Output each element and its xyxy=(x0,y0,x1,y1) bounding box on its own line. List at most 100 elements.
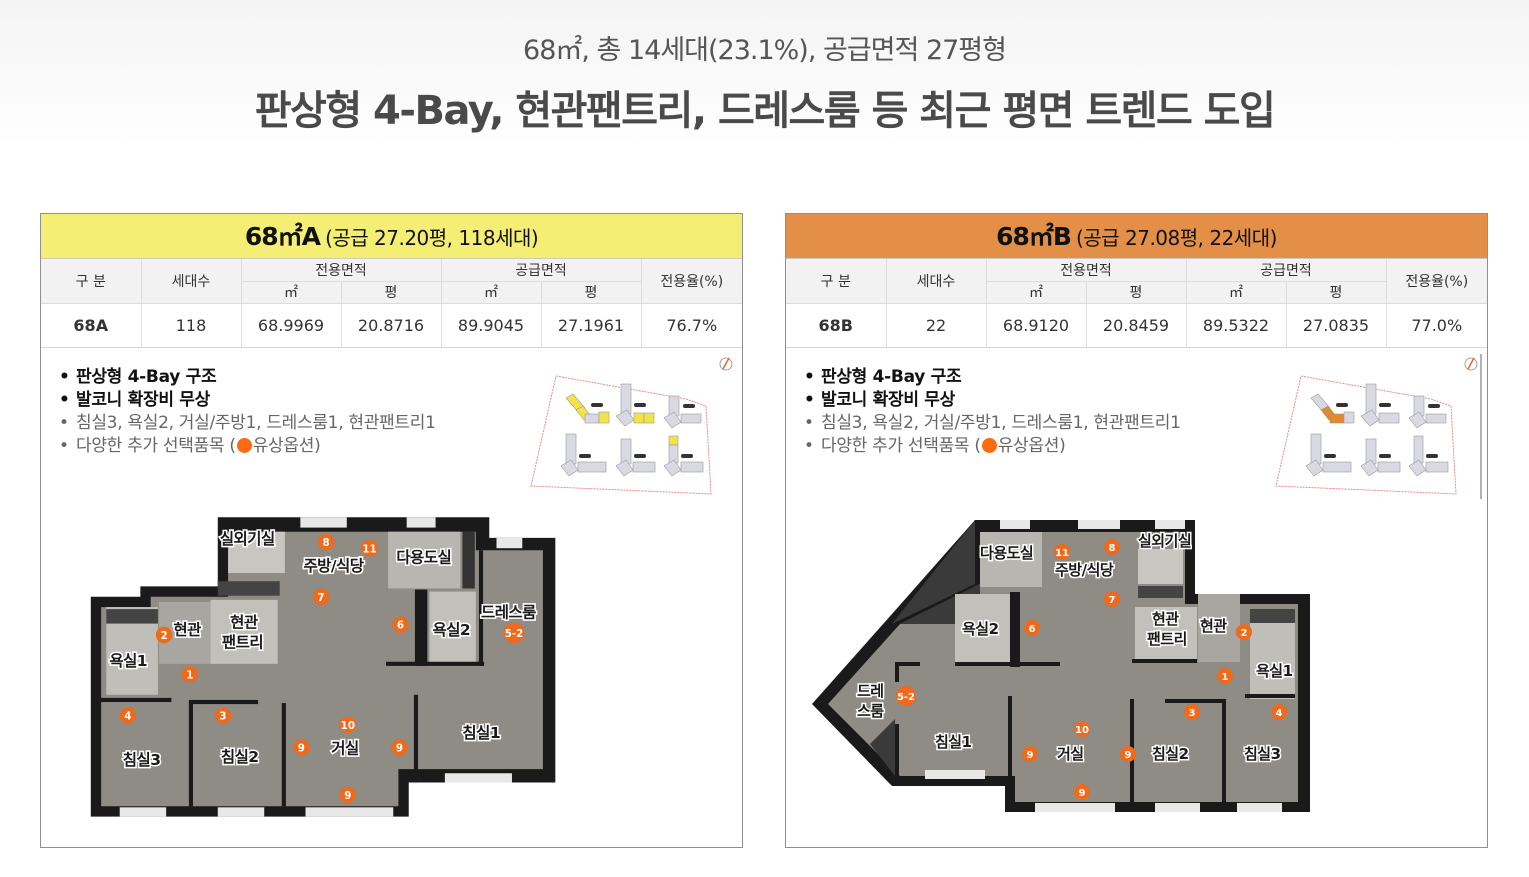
cell-code: 68B xyxy=(786,302,887,348)
feature-item: 발코니 확장비 무상 xyxy=(59,389,436,412)
unit-panel-68a: 68㎡A (공급 27.20평, 118세대) 구 분 세대수 전용면적 공급면… xyxy=(40,213,743,848)
option-badge: 10 xyxy=(339,716,357,733)
col-supply-sqm: ㎡ xyxy=(440,280,542,304)
option-badge: 6 xyxy=(392,616,409,633)
col-households: 세대수 xyxy=(885,259,987,304)
option-badge: 6 xyxy=(1024,620,1040,636)
col-supply-pyeong: 평 xyxy=(1285,280,1386,304)
option-badge: 4 xyxy=(1271,704,1287,720)
col-exclusive-pyeong: 평 xyxy=(1085,280,1187,304)
option-badge: 11 xyxy=(361,539,378,557)
room-label: 현관 xyxy=(1200,617,1227,635)
room-label: 팬트리 xyxy=(1147,630,1187,648)
cell-households: 22 xyxy=(885,302,987,348)
feature-list: 판상형 4-Bay 구조 발코니 확장비 무상 침실3, 욕실2, 거실/주방1… xyxy=(59,366,436,458)
option-badge: 2 xyxy=(1236,624,1252,640)
site-plan-map xyxy=(521,354,739,499)
option-badge: 1 xyxy=(181,665,199,683)
cell-code: 68A xyxy=(41,302,142,348)
svg-text:5-2: 5-2 xyxy=(505,628,524,640)
svg-text:7: 7 xyxy=(1109,595,1116,606)
room-label: 욕실2 xyxy=(962,620,999,638)
feature-item: 판상형 4-Bay 구조 xyxy=(804,366,1181,389)
room-label: 침실2 xyxy=(221,747,259,766)
room-label: 드레스룸 xyxy=(481,603,536,621)
feature-item: 발코니 확장비 무상 xyxy=(804,389,1181,412)
col-supply-area: 공급면적 xyxy=(440,259,642,282)
feature-item: 다양한 추가 선택품목 (유상옵션) xyxy=(59,435,436,458)
room-label: 팬트리 xyxy=(222,633,263,651)
col-ratio: 전용율(%) xyxy=(1385,259,1487,304)
svg-text:8: 8 xyxy=(323,537,330,549)
cell-supply-sqm: 89.5322 xyxy=(1185,302,1287,348)
svg-text:3: 3 xyxy=(1189,708,1196,719)
svg-text:11: 11 xyxy=(1055,548,1069,559)
room-label: 욕실1 xyxy=(1256,662,1293,680)
site-plan-graphic xyxy=(530,357,733,495)
svg-text:2: 2 xyxy=(1241,628,1248,639)
option-badge: 5-2 xyxy=(503,622,525,644)
svg-text:9: 9 xyxy=(396,743,403,755)
option-badge: 9 xyxy=(1074,784,1090,800)
option-badge: 7 xyxy=(1104,591,1120,607)
room-label: 드레 xyxy=(857,682,884,700)
unit-type-label: 68㎡B xyxy=(996,222,1072,251)
room-label: 욕실1 xyxy=(109,652,147,670)
svg-text:9: 9 xyxy=(344,790,351,802)
table-row: 68A 118 68.9969 20.8716 89.9045 27.1961 … xyxy=(41,302,742,348)
option-badge: 3 xyxy=(1184,704,1200,720)
svg-text:2: 2 xyxy=(161,630,168,642)
unit-panel-68b: 68㎡B (공급 27.08평, 22세대) 구 분 세대수 전용면적 공급면적… xyxy=(785,213,1488,848)
cell-exclusive-pyeong: 20.8459 xyxy=(1085,302,1187,348)
option-dot-icon xyxy=(981,438,997,453)
cell-households: 118 xyxy=(140,302,242,348)
room-label: 침실3 xyxy=(1244,745,1281,763)
feature-item: 침실3, 욕실2, 거실/주방1, 드레스룸1, 현관팬트리1 xyxy=(59,412,436,435)
room-label: 주방/식당 xyxy=(303,557,363,575)
option-badge: 9 xyxy=(293,739,310,756)
col-exclusive-area: 전용면적 xyxy=(985,259,1187,282)
svg-text:6: 6 xyxy=(1029,624,1036,635)
cell-ratio: 76.7% xyxy=(640,302,742,348)
unit-supply-label: (공급 27.08평, 22세대) xyxy=(1076,226,1277,250)
room-label: 침실1 xyxy=(935,733,972,751)
compass-icon xyxy=(719,357,733,371)
svg-text:10: 10 xyxy=(1075,725,1089,736)
feature-list: 판상형 4-Bay 구조 발코니 확장비 무상 침실3, 욕실2, 거실/주방1… xyxy=(804,366,1181,458)
option-badge: 11 xyxy=(1054,544,1070,560)
col-supply-sqm: ㎡ xyxy=(1185,280,1287,304)
feature-text: 다양한 추가 선택품목 ( xyxy=(76,436,236,456)
page-subtitle: 68㎡, 총 14세대(23.1%), 공급면적 27평형 xyxy=(523,35,1007,66)
col-exclusive-pyeong: 평 xyxy=(340,280,442,304)
room-label: 주방/식당 xyxy=(1055,561,1114,579)
cell-exclusive-pyeong: 20.8716 xyxy=(340,302,442,348)
col-supply-area: 공급면적 xyxy=(1185,259,1387,282)
unit-type-label: 68㎡A xyxy=(244,222,321,251)
col-exclusive-sqm: ㎡ xyxy=(241,280,342,304)
room-label: 침실1 xyxy=(462,723,500,742)
option-badge: 9 xyxy=(339,786,357,804)
feature-item: 다양한 추가 선택품목 (유상옵션) xyxy=(804,435,1181,458)
floor-plan-graphic: 다용도실 주방/식당 실외기실 욕실2 현관 팬트리 현관 욕실1 드레 스룸 … xyxy=(812,520,1310,812)
room-label: 현관 xyxy=(230,613,258,632)
col-division: 구 분 xyxy=(41,259,142,304)
room-label: 실외기실 xyxy=(220,530,275,548)
floor-plan-68a: 실외기실 주방/식당 다용도실 드레스룸 현관 현관 팬트리 욕실2 욕실1 침… xyxy=(61,509,581,829)
svg-text:1: 1 xyxy=(1222,672,1229,683)
option-badge: 3 xyxy=(214,707,232,724)
feature-item: 판상형 4-Bay 구조 xyxy=(59,366,436,389)
svg-text:5-2: 5-2 xyxy=(897,692,915,703)
svg-text:11: 11 xyxy=(362,543,376,555)
feature-item: 침실3, 욕실2, 거실/주방1, 드레스룸1, 현관팬트리1 xyxy=(804,412,1181,435)
site-plan-graphic xyxy=(1275,354,1482,499)
option-legend-text: 유상옵션) xyxy=(997,436,1066,456)
room-label: 실외기실 xyxy=(1138,532,1191,550)
room-label: 다용도실 xyxy=(396,549,451,567)
room-label: 다용도실 xyxy=(980,544,1033,562)
svg-text:9: 9 xyxy=(1079,788,1086,799)
room-label: 현관 xyxy=(173,620,201,639)
svg-text:6: 6 xyxy=(397,620,404,632)
option-badge: 7 xyxy=(312,588,330,605)
floor-plan-graphic: 실외기실 주방/식당 다용도실 드레스룸 현관 현관 팬트리 욕실2 욕실1 침… xyxy=(90,517,556,817)
option-dot-icon xyxy=(236,438,252,453)
